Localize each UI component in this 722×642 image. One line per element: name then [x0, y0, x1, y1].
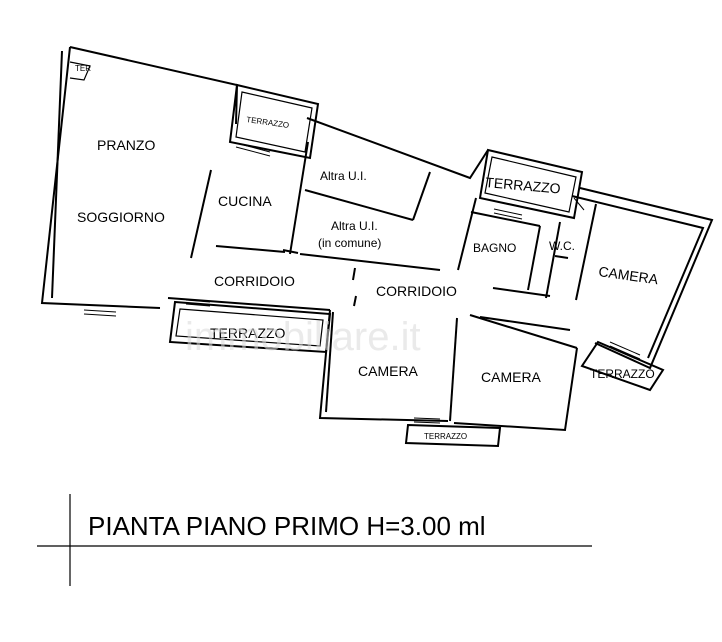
altra-ui-comune-sublabel: (in comune) [318, 236, 381, 250]
ter-small-terrace [69, 61, 91, 81]
corridoio-left-label: CORRIDOIO [214, 273, 295, 289]
terrazzo-bottom-label: TERRAZZO [424, 432, 467, 441]
terrazzo-right-terrace [580, 340, 665, 392]
pranzo-label: PRANZO [97, 137, 155, 153]
camera-center-label: CAMERA [481, 369, 542, 385]
altra-ui-label: Altra U.I. [320, 169, 367, 183]
bagno-label: BAGNO [473, 241, 516, 255]
terrazzo-left-label: TERRAZZO [210, 325, 286, 341]
interior-walls [190, 141, 597, 331]
ter-label: TER [75, 64, 91, 73]
terrazzo-mid-terrace [478, 148, 584, 220]
cucina-label: CUCINA [218, 193, 272, 209]
terrazzo-mid-label: TERRAZZO [485, 174, 562, 197]
plan-title: PIANTA PIANO PRIMO H=3.00 ml [88, 511, 486, 541]
terrazzo-right-label: TERRAZZO [590, 367, 655, 381]
watermark: immobiliare.it [185, 315, 421, 359]
terrazzo-left-terrace [168, 300, 332, 354]
altra-ui-comune-label: Altra U.I. [331, 219, 378, 233]
terrazzo-bottom-terrace [404, 423, 502, 448]
camera-mid-label: CAMERA [358, 363, 419, 379]
corridoio-right-label: CORRIDOIO [376, 283, 457, 299]
soggiorno-label: SOGGIORNO [77, 209, 165, 225]
wc-label: W.C. [549, 239, 575, 253]
terrazzo-top-terrace [228, 83, 320, 160]
outer-walls [40, 46, 714, 432]
title-block [37, 494, 592, 586]
window-marks [83, 142, 641, 424]
terrazzo-top-label: TERRAZZO [246, 115, 290, 130]
camera-right-label: CAMERA [598, 263, 660, 287]
